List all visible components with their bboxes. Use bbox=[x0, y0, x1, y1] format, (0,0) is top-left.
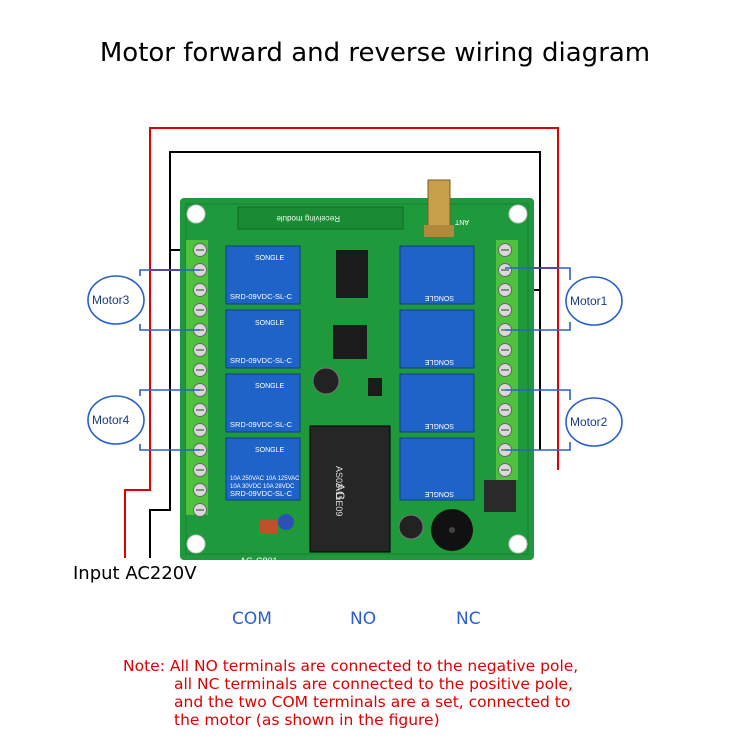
mount-hole bbox=[186, 534, 206, 554]
motor-4-label: Motor4 bbox=[92, 413, 130, 427]
relay bbox=[399, 309, 475, 369]
input-label: Input AC220V bbox=[73, 563, 197, 584]
com-wire bbox=[505, 267, 571, 280]
com-wire bbox=[139, 389, 200, 396]
relay-brand-label: SONGLE bbox=[255, 320, 285, 327]
relay-column-left: SONGLE SRD-09VDC-SL-C SONGLE SRD-09VDC-S… bbox=[225, 245, 301, 501]
switch bbox=[484, 480, 516, 512]
relay bbox=[399, 437, 475, 501]
motor-1-label: Motor1 bbox=[570, 294, 608, 308]
mount-hole bbox=[508, 204, 528, 224]
mount-hole bbox=[508, 534, 528, 554]
relay bbox=[225, 245, 301, 305]
relay-board: Receiving module ANT SONGLE SRD-09VDC-SL… bbox=[180, 179, 534, 566]
relay-brand-label: SONGLE bbox=[424, 358, 454, 365]
legend-no: NO bbox=[350, 609, 377, 629]
motor-wires bbox=[139, 267, 571, 451]
note-line-3: and the two COM terminals are a set, con… bbox=[174, 693, 571, 711]
relay-part-label: SRD-09VDC-SL-C bbox=[230, 420, 293, 429]
relay-brand-label: SONGLE bbox=[424, 294, 454, 301]
motor-3-label: Motor3 bbox=[92, 293, 130, 307]
ic-chip bbox=[333, 325, 367, 359]
note-line-4: the motor (as shown in the figure) bbox=[174, 711, 440, 729]
antenna-label: ANT bbox=[454, 218, 469, 225]
relay-part-label: SRD-09VDC-SL-C bbox=[230, 356, 293, 365]
capacitor bbox=[312, 367, 340, 395]
capacitor bbox=[398, 514, 424, 540]
relay-column-right: SONGLE SONGLE SONGLE SONGLE bbox=[399, 245, 475, 501]
relay-brand-label: SONGLE bbox=[424, 422, 454, 429]
wiring-note: Note: All NO terminals are connected to … bbox=[123, 657, 578, 729]
legend-com: COM bbox=[232, 609, 272, 629]
com-wire bbox=[139, 444, 200, 451]
com-wire bbox=[139, 269, 200, 276]
fuse bbox=[260, 520, 278, 534]
relay-part-label: SRD-09VDC-SL-C bbox=[230, 489, 293, 498]
motor-2: Motor2 bbox=[565, 397, 623, 447]
transformer-brand: AG bbox=[333, 483, 347, 500]
note-line-2: all NC terminals are connected to the po… bbox=[174, 675, 573, 693]
motor-4: Motor4 bbox=[87, 395, 145, 445]
relay-brand-label: SONGLE bbox=[255, 447, 285, 454]
com-wire bbox=[505, 389, 571, 400]
ic-chip bbox=[368, 378, 382, 396]
module-label: Receiving module bbox=[276, 214, 340, 223]
mount-hole bbox=[186, 204, 206, 224]
terminal-screws-right bbox=[498, 243, 512, 477]
relay bbox=[225, 309, 301, 369]
right-terminal-block bbox=[496, 240, 518, 480]
ic-chip bbox=[336, 250, 368, 298]
com-wire bbox=[505, 322, 571, 331]
legend-nc: NC bbox=[456, 609, 481, 629]
relay bbox=[399, 373, 475, 433]
relay-spec-label: 10A 250VAC 10A 125VAC bbox=[230, 476, 300, 482]
relay bbox=[225, 437, 301, 501]
com-wire bbox=[139, 324, 200, 331]
relay-spec-label: 10A 30VDC 10A 28VDC bbox=[230, 484, 295, 490]
motor-1: Motor1 bbox=[565, 276, 623, 326]
motor-2-label: Motor2 bbox=[570, 415, 608, 429]
relay-brand-label: SONGLE bbox=[424, 490, 454, 497]
transformer-part: AS03-11E09 bbox=[334, 466, 344, 516]
relay bbox=[225, 373, 301, 433]
note-line-1: All NO terminals are connected to the ne… bbox=[169, 657, 579, 675]
board-model-label: AG-C801 bbox=[240, 556, 278, 566]
com-wire bbox=[505, 442, 571, 451]
relay-part-label: SRD-09VDC-SL-C bbox=[230, 292, 293, 301]
capacitor bbox=[278, 514, 294, 530]
relay-brand-label: SONGLE bbox=[255, 255, 285, 262]
motor-3: Motor3 bbox=[87, 275, 145, 325]
page-title: Motor forward and reverse wiring diagram bbox=[99, 38, 651, 68]
relay bbox=[399, 245, 475, 305]
receiving-module bbox=[237, 206, 404, 230]
note-prefix: Note: bbox=[123, 657, 165, 675]
transformer bbox=[309, 425, 391, 553]
relay-brand-label: SONGLE bbox=[255, 383, 285, 390]
